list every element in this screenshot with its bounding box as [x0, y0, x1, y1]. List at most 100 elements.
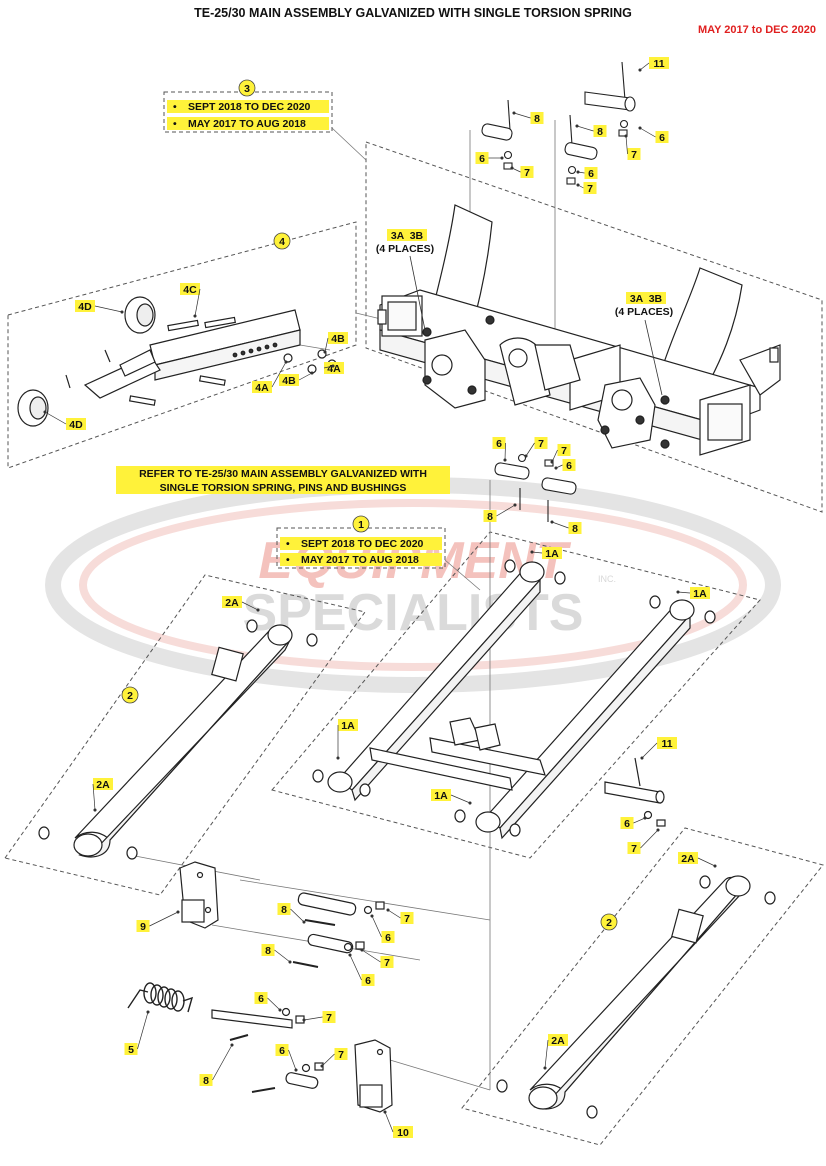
part-label-bg-p1a_bot: [431, 789, 451, 801]
part-leader-tip-p4b_r: [323, 350, 327, 354]
part-label-p1a_left: 1A: [341, 720, 355, 732]
part-label-p2a_top: 2A: [225, 597, 239, 609]
part-leader-tip-p7a: [624, 134, 628, 138]
part-label-bg-p7c: [583, 182, 597, 194]
lift-arm-group-outline: [271, 531, 761, 859]
part-leader-tip-p4d_bot: [43, 410, 47, 414]
part-leader-p8b: [576, 125, 594, 132]
part-label-bg-p10: [393, 1126, 413, 1138]
part-label-p6d: 6: [496, 438, 502, 450]
refer-note-line-2: SINGLE TORSION SPRING, PINS AND BUSHINGS: [160, 482, 407, 494]
part-label-p6j: 6: [279, 1045, 285, 1057]
part-leader-p4d_bot: [44, 411, 67, 425]
part-leader-tip-p8f: [288, 960, 292, 964]
group-outlines: [4, 91, 824, 1146]
part-label-p11a: 11: [653, 58, 664, 70]
part-label-bg-p6d: [492, 437, 506, 449]
callout-2-right-number: 2: [606, 917, 612, 929]
part-label-p4b_r: 4B: [331, 333, 345, 345]
part-label-bg-p11b: [657, 737, 677, 749]
part-leader-tip-p8b: [575, 124, 579, 128]
lift-arm-crossbeam: [369, 747, 513, 791]
places-note-right-line-2: (4 PLACES): [615, 306, 673, 318]
part-label-p7a: 7: [631, 149, 637, 161]
refer-note-line-1: REFER TO TE-25/30 MAIN ASSEMBLY GALVANIZ…: [139, 468, 427, 480]
part-leader-p4b_l: [298, 372, 313, 381]
date-range: MAY 2017 to DEC 2020: [697, 24, 816, 36]
link-group-left-outline: [4, 574, 366, 896]
main-frame-assembly: [377, 204, 781, 456]
part-leader-p8c: [496, 504, 516, 517]
part-leader-tip-p6e: [554, 466, 558, 470]
part-label-p6g: 6: [385, 932, 391, 944]
part-label-bg-p6c: [584, 167, 598, 179]
part-label-p8b: 8: [597, 126, 603, 138]
part-leader-tip-p1a_bot: [468, 801, 472, 805]
part-label-bg-p6h: [361, 974, 375, 986]
callout-3-line-2: MAY 2017 TO AUG 2018: [188, 118, 306, 130]
part-leader-tip-p8d: [550, 520, 554, 524]
part-label-p7f: 7: [631, 843, 637, 855]
part-label-p1a_right: 1A: [693, 588, 707, 600]
part-leader-tip-p7d: [524, 454, 528, 458]
part-label-p4a_l: 4A: [255, 382, 269, 394]
part-label-p8a: 8: [534, 113, 540, 125]
part-label-bg-p8b: [593, 125, 607, 137]
part-label-bg-p4a_l: [252, 381, 272, 393]
part-leader-p8a: [513, 112, 531, 119]
part-label-p7j: 7: [338, 1049, 344, 1061]
part-leader-p4c: [194, 288, 201, 317]
refer-note: REFER TO TE-25/30 MAIN ASSEMBLY GALVANIZ…: [116, 466, 450, 494]
callout-1-line-1: SEPT 2018 TO DEC 2020: [301, 538, 424, 550]
svg-text:•: •: [286, 554, 290, 566]
part-label-p6f: 6: [624, 818, 630, 830]
part-leader-tip-p4b_l: [310, 371, 314, 375]
part-label-bg-p4b_l: [279, 374, 299, 386]
part-leader-tip-p4a_l: [284, 360, 288, 364]
part-leader-p10: [384, 1111, 394, 1133]
part-label-bg-p7f: [627, 842, 641, 854]
part-label-p8c: 8: [487, 511, 493, 523]
part-leader-p2a_top: [241, 601, 259, 611]
page-title: TE-25/30 MAIN ASSEMBLY GALVANIZED WITH S…: [194, 6, 632, 20]
part-label-p7e: 7: [561, 445, 567, 457]
places-note-left: 3A 3B (4 PLACES): [376, 229, 434, 331]
part-leader-tip-p4d_top: [120, 310, 124, 314]
part-leader-p11b: [641, 742, 658, 759]
part-leader-p8g: [212, 1044, 233, 1081]
part-leader-tip-p2a_left: [93, 808, 97, 812]
part-leader-tip-p7b: [510, 166, 514, 170]
link-arm-left: [38, 619, 318, 860]
part-leader-tip-p6h: [348, 953, 352, 957]
part-label-bg-p7h: [380, 956, 394, 968]
part-label-bg-p4c: [180, 283, 200, 295]
part-label-bg-p6g: [381, 931, 395, 943]
part-label-bg-p4d_bot: [66, 418, 86, 430]
part-label-bg-p8c: [483, 510, 497, 522]
part-label-bg-p2a_left: [93, 778, 113, 790]
part-label-bg-p6f: [620, 817, 634, 829]
part-leader-p4d_top: [94, 305, 123, 313]
part-leader-p7g: [387, 909, 401, 919]
part-label-bg-p8g: [199, 1074, 213, 1086]
part-leader-p1a_right: [677, 591, 691, 594]
part-label-p7h: 7: [384, 957, 390, 969]
right-upright-plate: [659, 267, 743, 391]
part-label-bg-p8d: [568, 522, 582, 534]
part-label-p6a: 6: [659, 132, 665, 144]
leader-lines: [129, 120, 556, 1091]
part-leader-p6h: [349, 954, 362, 981]
part-label-bg-p6b: [475, 152, 489, 164]
part-leader-p7j: [321, 1053, 335, 1067]
part-leader-tip-p2a_top: [256, 608, 260, 612]
part-label-bg-p7g: [400, 912, 414, 924]
part-leader-p1a_bot: [450, 794, 471, 804]
part-label-p8f: 8: [265, 945, 271, 957]
part-leader-tip-p8e: [302, 920, 306, 924]
part-leader-tip-p7e: [550, 460, 554, 464]
part-leader-p7b: [511, 167, 521, 173]
part-leader-p2a_right: [697, 857, 716, 867]
part-label-p4a_r: 4A: [327, 363, 341, 375]
